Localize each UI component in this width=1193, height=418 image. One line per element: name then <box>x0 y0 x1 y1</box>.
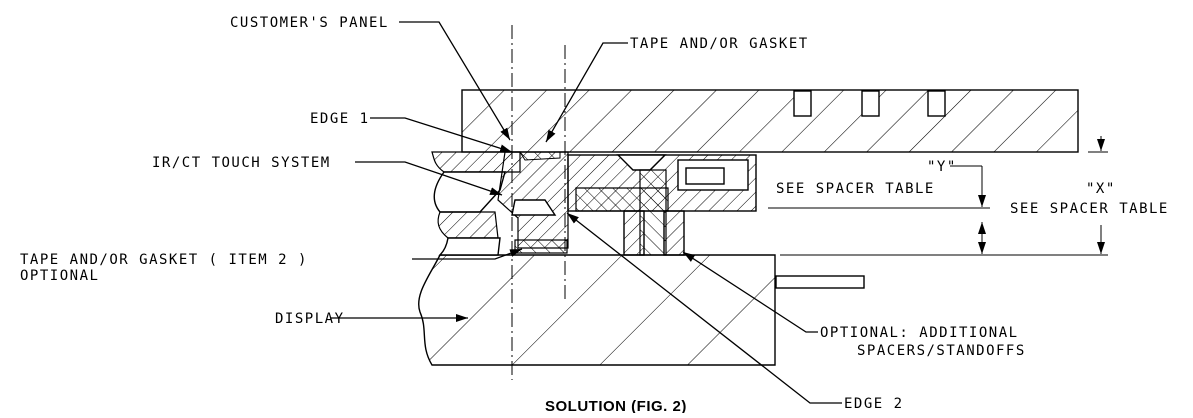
leader-lines <box>330 21 842 404</box>
label-tape-item2: TAPE AND/OR GASKET ( ITEM 2 ) <box>20 252 308 268</box>
standoff-right <box>663 210 685 256</box>
label-x-see-table: SEE SPACER TABLE <box>1010 201 1169 217</box>
label-edge2: EDGE 2 <box>844 396 904 412</box>
label-edge1: EDGE 1 <box>310 111 370 127</box>
label-x-dimension: "X" <box>1086 181 1116 197</box>
display-connector <box>775 275 865 289</box>
label-tape-item2-optional: OPTIONAL <box>20 268 99 284</box>
label-y-dimension: "Y" <box>927 159 957 175</box>
label-optional-spacers: OPTIONAL: ADDITIONAL <box>820 325 1019 341</box>
customers-panel-part <box>461 89 1079 153</box>
label-customers-panel: CUSTOMER'S PANEL <box>230 15 389 31</box>
label-tape-gasket-top: TAPE AND/OR GASKET <box>630 36 809 52</box>
figure-caption: SOLUTION (FIG. 2) <box>545 398 687 413</box>
screw <box>639 169 667 256</box>
dimension-lines <box>768 136 1108 256</box>
label-touch-system: IR/CT TOUCH SYSTEM <box>152 155 331 171</box>
label-y-see-table: SEE SPACER TABLE <box>776 181 935 197</box>
spacer-bracket-part <box>567 154 757 256</box>
label-display: DISPLAY <box>275 311 345 327</box>
display-part <box>418 254 865 366</box>
label-spacers-standoffs: SPACERS/STANDOFFS <box>857 343 1026 359</box>
touch-system-part <box>431 151 569 256</box>
